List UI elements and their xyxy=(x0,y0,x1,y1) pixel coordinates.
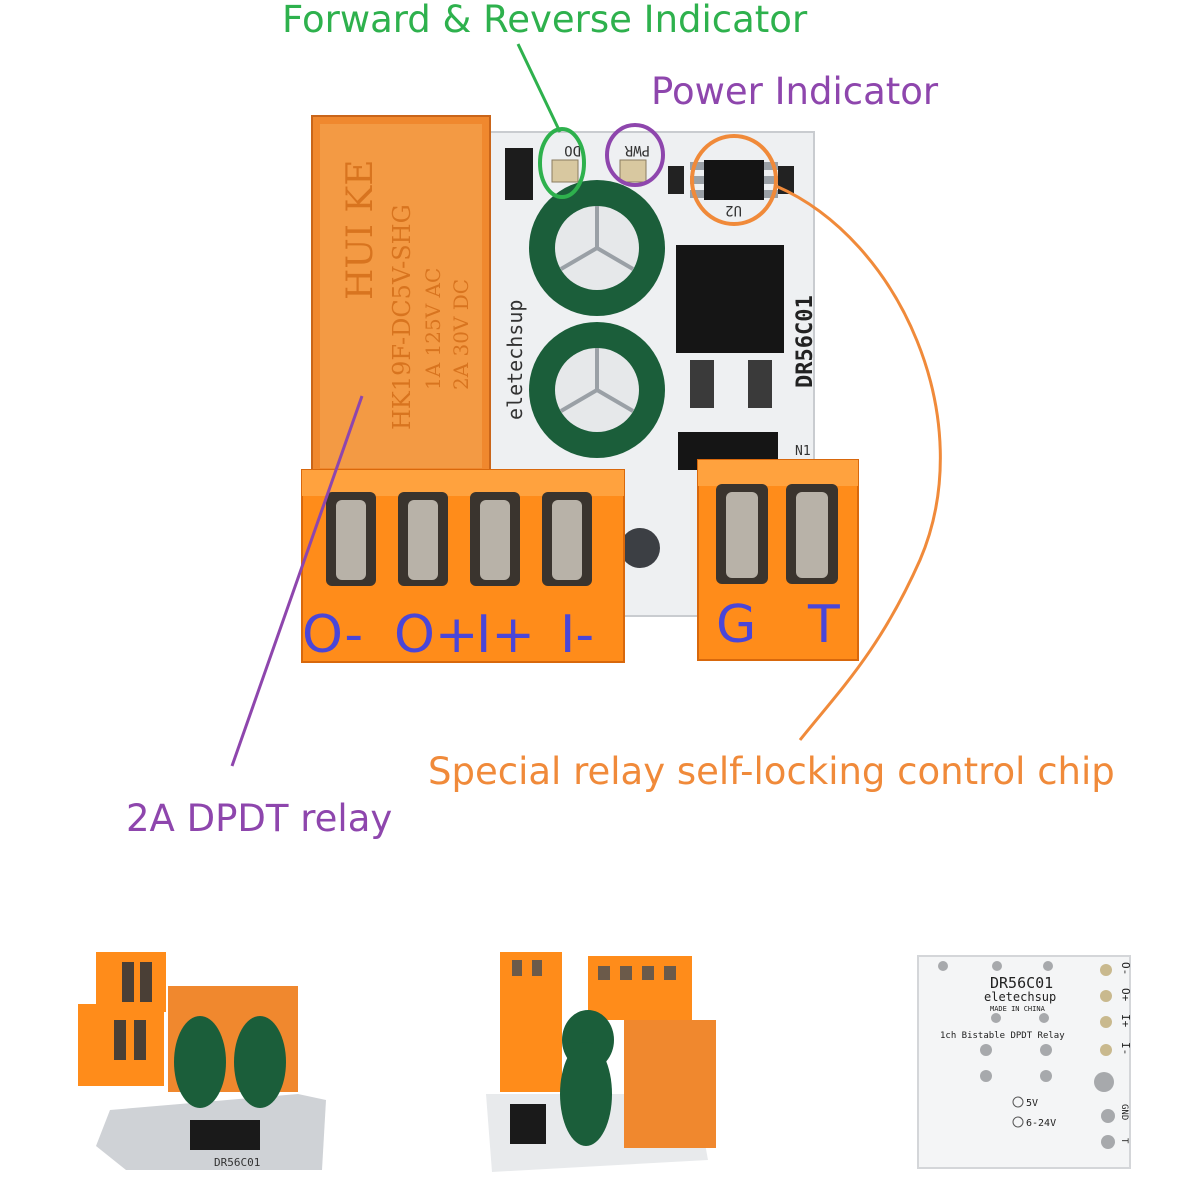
terminal-block-io: O- O+ I+ I- xyxy=(301,469,625,665)
pwr-led xyxy=(619,159,647,183)
green-highlight-circle xyxy=(538,127,586,199)
terminal-label-t: T xyxy=(807,595,840,655)
back-desc: 1ch Bistable DPDT Relay xyxy=(940,1031,1065,1041)
relay-brand: HUI KE xyxy=(340,159,381,300)
capacitor-bottom xyxy=(529,322,665,458)
resistor-2 xyxy=(778,166,794,194)
small-component xyxy=(505,148,533,200)
back-pin-o-minus: O- xyxy=(1119,962,1132,975)
terminal-label-g: G xyxy=(716,595,756,655)
back-model: DR56C01 xyxy=(990,974,1053,992)
thumbnail-side-view: DR56C01 xyxy=(78,952,326,1170)
orange-leader-line xyxy=(775,184,942,741)
back-origin: MADE IN CHINA xyxy=(990,1005,1046,1013)
relay: HUI KE HK19F-DC5V-SHG 1A 125V AC 2A 30V … xyxy=(311,115,491,477)
regulator-chip xyxy=(676,245,784,408)
u2-chip xyxy=(690,160,778,200)
thumbnail-back-view: DR56C01 eletechsup MADE IN CHINA 1ch Bis… xyxy=(917,955,1132,1169)
back-pin-i-plus: I+ xyxy=(1119,1014,1132,1028)
back-6-24v: 6-24V xyxy=(1026,1118,1056,1129)
purple-leader-line xyxy=(230,395,364,767)
thumbnail-top-view xyxy=(486,952,716,1172)
relay-rating-2: 2A 30V DC xyxy=(449,279,473,390)
thumb1-model: DR56C01 xyxy=(214,1156,260,1169)
capacitor-top xyxy=(529,180,665,316)
orange-highlight-circle xyxy=(690,134,778,226)
pwr-label: PWR xyxy=(624,142,650,158)
back-pin-t: T xyxy=(1119,1138,1129,1144)
relay-model: HK19F-DC5V-SHG xyxy=(388,204,416,430)
screw-o-minus xyxy=(326,492,376,586)
power-indicator-callout: Power Indicator xyxy=(651,70,939,113)
terminal-block-power: G T xyxy=(697,459,859,661)
terminal-label-o-plus: O+ xyxy=(394,605,479,665)
mount-hole xyxy=(620,528,660,568)
terminal-label-o-minus: O- xyxy=(302,605,363,665)
green-leader-line xyxy=(516,43,562,133)
u2-label: U2 xyxy=(725,202,742,218)
control-chip-callout: Special relay self-locking control chip xyxy=(428,750,1115,793)
board-model: DR56C01 xyxy=(793,295,818,388)
relay-rating-1: 1A 125V AC xyxy=(421,268,445,390)
forward-reverse-indicator-callout: Forward & Reverse Indicator xyxy=(282,0,808,41)
screw-i-minus xyxy=(542,492,592,586)
back-maker: eletechsup xyxy=(984,990,1056,1004)
screw-i-plus xyxy=(470,492,520,586)
resistor-1 xyxy=(668,166,684,194)
back-5v: 5V xyxy=(1026,1098,1038,1109)
relay-callout: 2A DPDT relay xyxy=(126,797,393,840)
board-maker: eletechsup xyxy=(503,300,527,420)
terminal-label-i-minus: I- xyxy=(560,605,594,665)
screw-g xyxy=(716,484,768,584)
back-pin-i-minus: I- xyxy=(1119,1042,1132,1055)
do-led xyxy=(551,159,579,183)
do-label: DO xyxy=(564,142,581,158)
back-pin-gnd: GND xyxy=(1119,1104,1129,1120)
purple-highlight-circle xyxy=(605,123,665,187)
screw-t xyxy=(786,484,838,584)
n1-label: N1 xyxy=(795,444,811,459)
terminal-label-i-plus: I+ xyxy=(476,605,535,665)
main-module: DO PWR U2 N1 DR56C01 eletechsup xyxy=(301,115,859,665)
back-pin-o-plus: O+ xyxy=(1119,988,1132,1002)
screw-o-plus xyxy=(398,492,448,586)
